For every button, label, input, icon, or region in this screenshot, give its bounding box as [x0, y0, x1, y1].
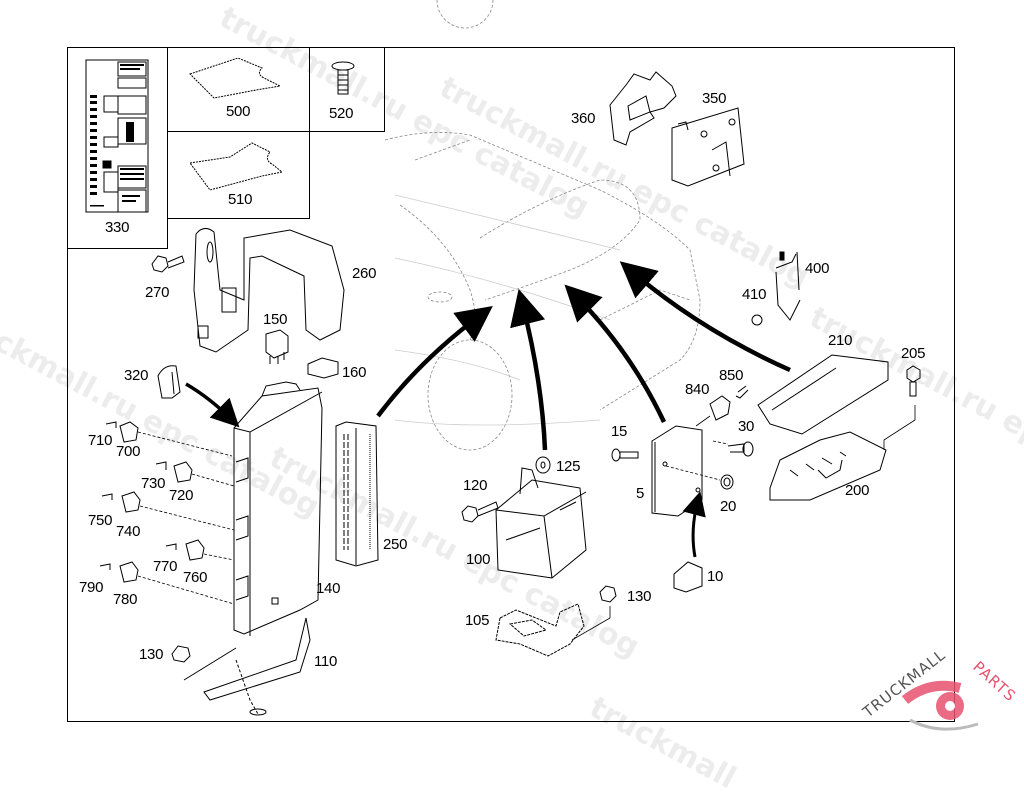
mat-500: [189, 57, 282, 99]
bracket-400: [775, 251, 801, 321]
bracket-105: [495, 603, 585, 657]
cap-840: [695, 395, 731, 427]
part-label-500[interactable]: 500: [226, 103, 251, 120]
part-label-210[interactable]: 210: [828, 332, 853, 349]
inset-box-510: [167, 131, 310, 219]
truckmall-logo: TRUCKMALL PARTS: [859, 646, 1020, 731]
diagram-frame: [67, 47, 955, 722]
part-label-410[interactable]: 410: [742, 286, 767, 303]
nut-20: [665, 465, 734, 490]
part-label-330[interactable]: 330: [105, 219, 130, 236]
washer-125: [535, 456, 551, 474]
label-sheet-330: [85, 59, 149, 213]
drawing-layer: TRUCKMALL PARTS: [85, 0, 1020, 731]
part-label-510[interactable]: 510: [228, 191, 253, 208]
bolt-120: [461, 501, 499, 523]
part-label-150[interactable]: 150: [263, 311, 288, 328]
bolt-205: [883, 365, 921, 450]
part-label-200[interactable]: 200: [845, 482, 870, 499]
nut-130-right: [571, 585, 617, 641]
part-label-790[interactable]: 790: [79, 579, 104, 596]
arrows: [185, 261, 791, 558]
part-label-750[interactable]: 750: [88, 512, 113, 529]
relay-160: [307, 357, 339, 379]
part-label-780[interactable]: 780: [113, 591, 138, 608]
part-label-720[interactable]: 720: [169, 487, 194, 504]
part-label-125[interactable]: 125: [556, 458, 581, 475]
pin-850: [735, 385, 749, 399]
part-label-250[interactable]: 250: [383, 536, 408, 553]
bracket-360: [609, 71, 677, 146]
logo-text-accent: PARTS: [969, 658, 1019, 706]
part-label-140[interactable]: 140: [316, 580, 341, 597]
part-label-270[interactable]: 270: [145, 284, 170, 301]
clip-10: [673, 561, 703, 593]
bracket-110: [183, 617, 311, 716]
relay-strip-250: [335, 421, 379, 567]
relay-150: [265, 329, 289, 364]
screw-30: [712, 440, 754, 457]
part-label-20[interactable]: 20: [720, 498, 737, 515]
nut-130-left: [171, 645, 191, 663]
part-label-850[interactable]: 850: [719, 367, 744, 384]
part-label-260[interactable]: 260: [352, 265, 377, 282]
connectors-700-790: [99, 421, 205, 583]
screw-520: [331, 61, 355, 95]
part-label-110[interactable]: 110: [314, 653, 338, 670]
part-label-205[interactable]: 205: [901, 345, 926, 362]
bracket-260: [193, 228, 345, 353]
part-label-840[interactable]: 840: [685, 381, 710, 398]
mat-510: [189, 142, 284, 191]
part-label-130-right[interactable]: 130: [627, 588, 652, 605]
fuse-box-200: [769, 431, 887, 501]
cover-210: [757, 354, 889, 435]
fuse-box-140: [233, 381, 323, 636]
module-100: [495, 467, 587, 579]
part-label-400[interactable]: 400: [805, 260, 830, 277]
part-label-105[interactable]: 105: [465, 612, 490, 629]
part-label-15[interactable]: 15: [611, 423, 628, 440]
part-label-320[interactable]: 320: [124, 367, 149, 384]
part-label-760[interactable]: 760: [183, 569, 208, 586]
part-label-10[interactable]: 10: [707, 568, 724, 585]
part-label-30[interactable]: 30: [738, 418, 755, 435]
part-label-770[interactable]: 770: [153, 558, 178, 575]
part-label-160[interactable]: 160: [342, 364, 367, 381]
module-350: [671, 107, 745, 187]
clip-320: [157, 365, 181, 399]
vehicle-outline: [384, 0, 701, 451]
part-label-710[interactable]: 710: [88, 432, 113, 449]
nut-410: [751, 314, 763, 326]
part-label-740[interactable]: 740: [116, 523, 141, 540]
part-label-100[interactable]: 100: [466, 551, 491, 568]
screw-15: [611, 448, 639, 462]
part-label-520[interactable]: 520: [329, 105, 354, 122]
part-label-700[interactable]: 700: [116, 443, 141, 460]
inset-box-520: [309, 47, 385, 132]
part-label-350[interactable]: 350: [702, 90, 727, 107]
part-label-120[interactable]: 120: [463, 477, 488, 494]
bolt-270: [151, 255, 185, 273]
part-label-730[interactable]: 730: [141, 475, 166, 492]
part-label-360[interactable]: 360: [571, 110, 596, 127]
part-label-130-left[interactable]: 130: [139, 646, 164, 663]
part-label-5[interactable]: 5: [636, 485, 645, 502]
module-5: [651, 425, 703, 517]
